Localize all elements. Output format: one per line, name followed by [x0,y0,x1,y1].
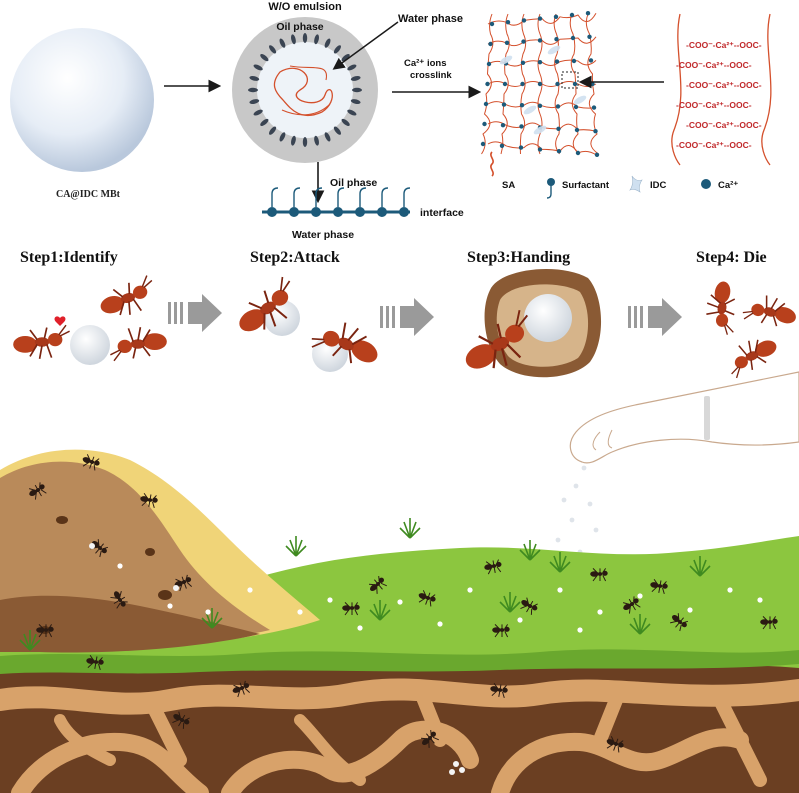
legend-idc: IDC [650,180,667,191]
surfactant-molecule [324,132,331,142]
surfactant-molecule [333,45,341,54]
step1-illustration [12,273,168,365]
heart-icon [54,316,66,326]
bait-granules [89,543,763,775]
surfactant-molecule [314,34,319,45]
ant-icon [109,326,168,362]
surfactant-molecule [249,76,260,81]
surfactant-molecule [314,135,319,146]
falling-beads [555,465,599,555]
surfactant-molecule [279,38,286,48]
surfactant-molecule [347,109,357,116]
ant-tunnels [0,678,799,793]
surfactant-molecule [291,135,296,146]
surfactant-molecule [350,99,361,104]
interface-oil-label: Oil phase [330,177,377,189]
legend-idc-swatch [629,175,643,193]
anthill-mound [0,449,320,653]
surfactant-molecule [269,45,277,54]
surfactant-molecule [302,137,308,147]
chain-crosslink-row: -COO⁻-Ca²⁺--OOC- [676,100,752,110]
surfactant-molecule [302,33,308,43]
chain-crosslink-row: -COO⁻-Ca²⁺--OOC- [686,40,762,50]
surfactant-molecule [324,38,331,48]
step3-illustration [454,268,602,382]
legend-sa: SA [502,180,515,191]
surfactant-molecule [260,118,269,126]
grass-tufts [19,518,711,651]
step4-illustration [701,278,799,380]
surfactant-molecule [350,76,361,81]
water-phase-label: Water phase [398,13,463,25]
chain-crosslink-row: -COO⁻-Ca²⁺--OOC- [676,140,752,150]
oil-phase-label: Oil phase [276,21,323,33]
surfactant-molecule [253,64,263,71]
legend-ca-swatch [701,179,711,189]
chain-crosslink-row: -COO⁻-Ca²⁺--OOC- [676,60,752,70]
crosslink-label-2: crosslink [410,70,452,81]
legend-surfactant: Surfactant [562,180,610,191]
chain-crosslink-row: -COO⁻-Ca²⁺--OOC- [686,120,762,130]
surfactant-molecule [291,34,296,45]
ant-icon [12,324,71,360]
legend-ca: Ca²⁺ [718,180,738,191]
step3-label: Step3:Handing [467,249,570,266]
surfactant-molecule [249,99,260,104]
chain-schematic: -COO⁻-Ca²⁺--OOC- -COO⁻-Ca²⁺--OOC- -COO⁻-Ca… [671,13,772,166]
water-phase-pointer [332,21,399,70]
surfactant-molecule [347,64,357,71]
chain-crosslink-row: -COO⁻-Ca²⁺--OOC- [686,80,762,90]
ant-icon [94,273,160,323]
interface-label: interface [420,207,464,219]
surfactant-molecule [260,54,269,62]
emulsion-droplet [232,17,378,163]
step1-label: Step1:Identify [20,249,118,266]
step-arrow-1 [168,294,222,332]
crosslink-network [480,11,600,157]
step2-label: Step2:Attack [250,249,340,266]
grass-edge [0,649,799,674]
surfactant-molecule [269,126,277,135]
dead-ant-icon [701,278,743,337]
legend-sa-swatch [490,151,494,177]
surfactant-molecule [333,126,341,135]
surfactant-molecule [253,109,263,116]
surfactant-molecule [248,87,258,93]
dead-ant-icon [740,288,799,337]
bait-bead [70,325,110,365]
bait-bead [524,294,572,342]
zoom-box [561,71,579,89]
crosslink-label-1: Ca²⁺ ions [404,58,447,69]
legend: SA Surfactant IDC Ca²⁺ [490,151,738,199]
microbead-sphere [10,28,154,172]
surfactant-molecule [341,118,350,126]
step-arrow-2 [380,298,434,336]
dead-ant-icon [722,331,783,380]
step-arrow-3 [628,298,682,336]
step4-label: Step4: Die [696,249,767,266]
bead-label: CA@IDC MBt [56,189,121,200]
surfactant-molecule [279,132,286,142]
surfactant-molecule [352,87,362,93]
interface-water-label: Water phase [292,229,354,241]
hand-illustration [569,371,799,464]
interface-diagram [262,187,411,217]
emulsion-title: W/O emulsion [268,1,342,13]
step2-illustration [228,273,386,379]
